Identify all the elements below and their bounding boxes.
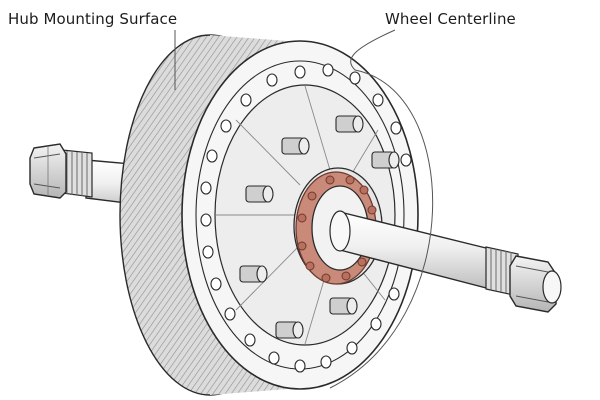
wheel-stud	[335, 115, 364, 133]
wheel-stud	[281, 137, 310, 155]
wheel-stud	[275, 321, 304, 339]
centerline-leader-line	[329, 29, 434, 389]
hub-mounting-surface-label: Hub Mounting Surface	[8, 10, 178, 28]
wheel-stud	[371, 151, 400, 169]
leader-lines	[174, 29, 434, 389]
wheel-stud	[245, 185, 274, 203]
hex-nut-icon	[29, 143, 67, 199]
wheel-centerline-label: Wheel Centerline	[385, 10, 516, 28]
wheel-stud	[239, 265, 268, 283]
hex-nut-icon	[509, 255, 562, 313]
wheel-stud	[329, 297, 358, 315]
axle-shaft-icon	[329, 210, 562, 313]
